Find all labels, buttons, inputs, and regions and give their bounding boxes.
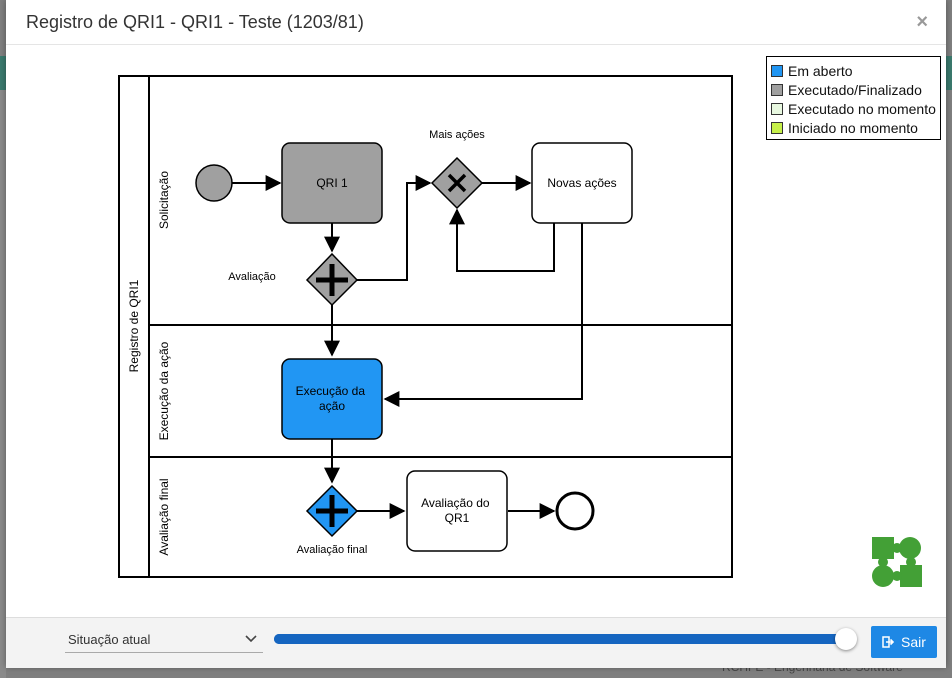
task-execucao-da-acao[interactable]: Execução da ação xyxy=(281,358,383,440)
gateway-mais-acoes-label: Mais ações xyxy=(429,129,485,141)
legend-item-executado-finalizado: Executado/Finalizado xyxy=(771,80,940,99)
view-select-value: Situação atual xyxy=(68,632,151,647)
timeline-slider-thumb[interactable] xyxy=(835,628,857,650)
close-icon[interactable]: × xyxy=(916,11,928,33)
legend-item-iniciado-no-momento: Iniciado no momento xyxy=(771,118,940,137)
task-execucao-label-line1: Execução da xyxy=(296,384,366,398)
lane-label-solicitacao: Solicitação xyxy=(157,171,171,229)
task-avaliacao-qr1-label-line1: Avaliação do xyxy=(421,496,490,510)
view-select[interactable]: Situação atual xyxy=(65,628,263,653)
sequence-flows xyxy=(232,175,583,519)
end-event[interactable] xyxy=(555,491,595,531)
modal-footer: Situação atual Sair xyxy=(6,617,946,668)
legend-swatch xyxy=(771,83,783,96)
background-page xyxy=(0,90,6,678)
modal-header: Registro de QRI1 - QRI1 - Teste (1203/81… xyxy=(6,0,946,45)
lane-label-execucao: Execução da ação xyxy=(157,341,171,440)
chevron-down-icon xyxy=(245,635,257,643)
legend-swatch xyxy=(771,64,783,77)
bpmn-diagram: Registro de QRI1 Solicitação Execução da… xyxy=(118,75,733,578)
gateway-avaliacao-final[interactable] xyxy=(305,484,359,538)
task-avaliacao-do-qr1[interactable]: Avaliação do QR1 xyxy=(406,470,508,552)
gateway-mais-acoes[interactable] xyxy=(430,156,484,210)
legend-label: Executado no momento xyxy=(788,100,936,117)
exit-button[interactable]: Sair xyxy=(871,626,937,658)
gateway-avaliacao-final-label: Avaliação final xyxy=(297,544,368,556)
pool xyxy=(118,75,733,578)
lane-label-avaliacao-final: Avaliação final xyxy=(157,478,171,555)
task-novas-acoes[interactable]: Novas ações xyxy=(531,142,633,224)
legend-swatch xyxy=(771,121,783,134)
timeline-slider[interactable] xyxy=(274,634,846,644)
task-avaliacao-qr1-label: Avaliação do QR1 xyxy=(421,496,493,525)
timeline-slider-fill xyxy=(274,634,846,644)
legend-swatch xyxy=(771,102,783,115)
legend-item-em-aberto: Em aberto xyxy=(771,61,940,80)
task-novas-acoes-label: Novas ações xyxy=(547,176,616,190)
task-qri1[interactable]: QRI 1 xyxy=(281,142,383,224)
puzzle-logo-icon xyxy=(872,537,922,587)
exit-button-label: Sair xyxy=(901,634,926,650)
gateway-avaliacao-label: Avaliação xyxy=(228,271,276,283)
gateway-avaliacao[interactable] xyxy=(305,252,359,307)
status-legend: Em aberto Executado/Finalizado Executado… xyxy=(766,56,941,140)
legend-label: Em aberto xyxy=(788,62,853,79)
legend-label: Executado/Finalizado xyxy=(788,81,922,98)
task-qri1-label: QRI 1 xyxy=(316,176,348,190)
sign-out-icon xyxy=(882,636,895,648)
task-execucao-label: Execução da ação xyxy=(296,384,369,413)
pool-label: Registro de QRI1 xyxy=(127,279,141,372)
start-event[interactable] xyxy=(195,164,233,202)
task-execucao-label-line2: ação xyxy=(319,399,345,413)
task-avaliacao-qr1-label-line2: QR1 xyxy=(445,511,470,525)
process-modal: Registro de QRI1 - QRI1 - Teste (1203/81… xyxy=(6,0,946,668)
legend-item-executado-no-momento: Executado no momento xyxy=(771,99,940,118)
legend-label: Iniciado no momento xyxy=(788,119,918,136)
modal-title: Registro de QRI1 - QRI1 - Teste (1203/81… xyxy=(26,12,364,32)
